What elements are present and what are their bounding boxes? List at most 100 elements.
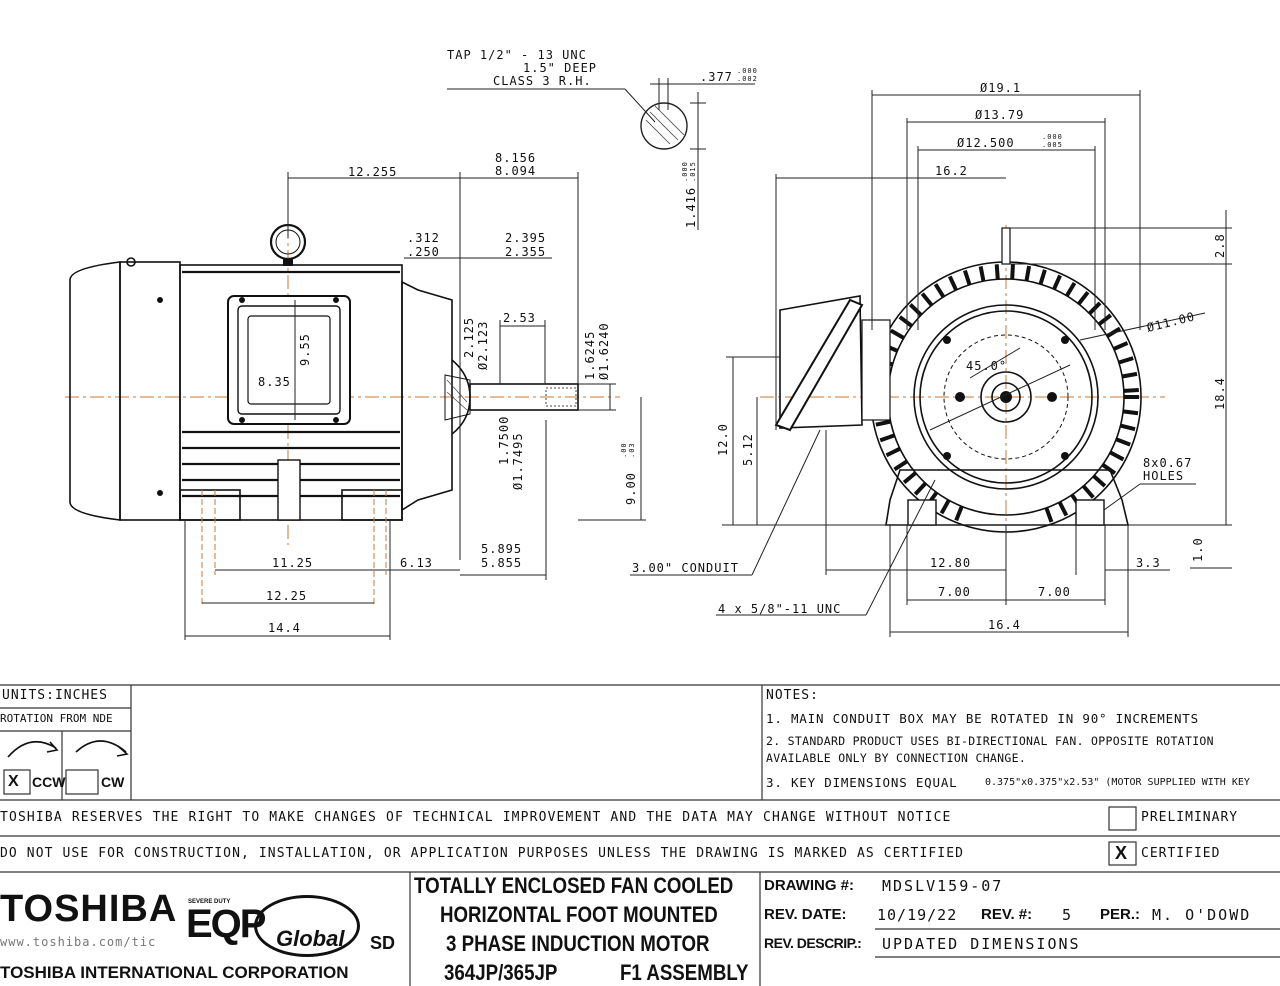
end-cooling-fin <box>1122 409 1139 416</box>
conduit-label: 3.00" CONDUIT <box>632 561 739 575</box>
unc-label: 4 x 5/8"-11 UNC <box>718 602 841 616</box>
end-cooling-fin <box>885 446 901 458</box>
end-cooling-fin <box>889 328 905 340</box>
end-cooling-fin <box>939 499 951 515</box>
dim-16-2: 16.2 <box>935 164 968 178</box>
dim-8-094: 8.094 <box>495 164 536 178</box>
end-cooling-fin <box>1115 437 1131 447</box>
units-label: UNITS:INCHES <box>2 688 108 703</box>
dim-6-13: 6.13 <box>400 556 433 570</box>
rev-date: 10/19/22 <box>877 906 958 924</box>
end-cooling-fin <box>954 505 964 522</box>
end-cooling-fin <box>933 283 946 298</box>
ccw-check: X <box>8 773 19 790</box>
dim-12-25: 12.25 <box>266 589 307 603</box>
website: www.toshiba.com/tic <box>0 935 157 949</box>
end-cooling-fin <box>1112 341 1129 351</box>
end-cooling-fin <box>1118 356 1134 365</box>
key-height-tol-bottom: .015 <box>689 161 697 182</box>
eqp-sd: SD <box>370 933 396 953</box>
title-block-grid <box>0 684 1280 986</box>
drawing-label: DRAWING #: <box>764 877 854 894</box>
note-2b: AVAILABLE ONLY BY CONNECTION CHANGE. <box>766 751 1027 765</box>
dim-7-00-left: 7.00 <box>938 585 971 599</box>
end-cooling-fin <box>1101 463 1117 475</box>
dim-250: .250 <box>407 245 440 259</box>
note-2a: 2. STANDARD PRODUCT USES BI-DIRECTIONAL … <box>766 734 1214 748</box>
key-width-tol-bottom: .002 <box>737 75 758 83</box>
dim-8-156: 8.156 <box>495 151 536 165</box>
tap-detail: TAP 1/2" - 13 UNC 1.5" DEEP CLASS 3 R.H.… <box>447 48 758 230</box>
rev-date-label: REV. DATE: <box>764 906 847 923</box>
rev-descrip: UPDATED DIMENSIONS <box>882 935 1081 953</box>
dim-45-deg: 45.0° <box>966 359 1007 373</box>
dim-2-355: 2.355 <box>505 245 546 259</box>
per-name: M. O'DOWD <box>1152 906 1252 924</box>
dim-12-255: 12.255 <box>348 165 397 179</box>
end-cooling-fin <box>1024 265 1032 282</box>
dim-7-00-right: 7.00 <box>1038 585 1071 599</box>
end-cooling-fin <box>1057 501 1069 517</box>
dim-16-4: 16.4 <box>988 618 1021 632</box>
reserves-text: TOSHIBA RESERVES THE RIGHT TO MAKE CHANG… <box>0 810 952 825</box>
dim-1-0: 1.0 <box>1191 537 1205 562</box>
side-view: 12.255 8.156 8.094 .312 .250 2.395 2.355… <box>65 151 646 640</box>
dim-312: .312 <box>407 231 440 245</box>
dim-3-3: 3.3 <box>1136 556 1161 570</box>
dim-2-125: 2.125 <box>462 317 476 358</box>
dim-2-123: Ø2.123 <box>476 321 490 370</box>
drawing-number: MDSLV159-07 <box>882 877 1004 895</box>
end-view: 45.0° Ø19.1 Ø13.79 Ø12.500 .000 .005 16.… <box>630 81 1232 637</box>
shaft-section <box>640 102 688 150</box>
fan-cover <box>69 261 121 521</box>
end-cooling-fin <box>1081 484 1095 499</box>
dim-14-4: 14.4 <box>268 621 301 635</box>
conduit-box-end <box>779 295 863 429</box>
rev-label: REV. #: <box>981 906 1033 923</box>
desc-line-1: TOTALLY ENCLOSED FAN COOLED <box>414 873 734 898</box>
dim-9-00-tol-top: .00 <box>620 442 628 458</box>
end-cooling-fin <box>902 471 917 485</box>
dim-1-6245: 1.6245 <box>583 331 597 380</box>
end-cooling-fin <box>875 419 891 427</box>
dim-12-500-tol-top: .000 <box>1042 133 1063 141</box>
preliminary-label: PRELIMINARY <box>1141 810 1239 825</box>
end-cooling-fin <box>1109 450 1125 462</box>
end-cooling-fin <box>920 292 934 307</box>
per-label: PER.: <box>1100 906 1141 923</box>
dim-12-80: 12.80 <box>930 556 971 570</box>
certified-check: X <box>1115 843 1128 863</box>
dim-12-0: 12.0 <box>716 423 730 456</box>
tap-note-line2: 1.5" DEEP <box>523 61 597 75</box>
dim-9-55: 9.55 <box>298 333 312 366</box>
key-height-tol-top: .000 <box>681 161 689 182</box>
certified-label: CERTIFIED <box>1141 846 1221 861</box>
end-view-hub <box>980 371 1032 423</box>
desc-line-3: 3 PHASE INDUCTION MOTOR <box>446 931 710 956</box>
do-not-use-text: DO NOT USE FOR CONSTRUCTION, INSTALLATIO… <box>0 846 965 861</box>
dim-2-53: 2.53 <box>503 311 536 325</box>
company-name: TOSHIBA INTERNATIONAL CORPORATION <box>0 963 349 982</box>
dim-dia-11-00: Ø11.00 <box>1145 309 1196 335</box>
shaft <box>469 383 579 411</box>
end-cooling-fin <box>1065 281 1077 297</box>
dim-dia-12-500: Ø12.500 <box>957 136 1015 150</box>
end-cooling-fin <box>913 481 927 496</box>
frame-label: 364JP/365JP <box>444 960 558 985</box>
dim-1-6240: Ø1.6240 <box>597 322 611 380</box>
dim-8-35: 8.35 <box>258 375 291 389</box>
assembly-label: F1 ASSEMBLY <box>620 960 749 985</box>
end-cooling-fin <box>1052 274 1062 291</box>
end-cooling-fin <box>898 315 913 328</box>
end-cooling-fin <box>978 266 986 282</box>
end-cooling-fin <box>947 275 958 291</box>
dim-2-395: 2.395 <box>505 231 546 245</box>
dim-11-25: 11.25 <box>272 556 313 570</box>
end-cooling-fin <box>879 433 896 443</box>
dim-1-7495: Ø1.7495 <box>511 432 525 490</box>
desc-line-2: HORIZONTAL FOOT MOUNTED <box>440 902 718 927</box>
rotation-label: ROTATION FROM NDE <box>0 712 113 725</box>
dim-dia-19-1: Ø19.1 <box>980 81 1021 95</box>
note-3b: 0.375"x0.375"x2.53" (MOTOR SUPPLIED WITH… <box>985 777 1250 788</box>
note-1: 1. MAIN CONDUIT BOX MAY BE ROTATED IN 90… <box>766 711 1199 726</box>
